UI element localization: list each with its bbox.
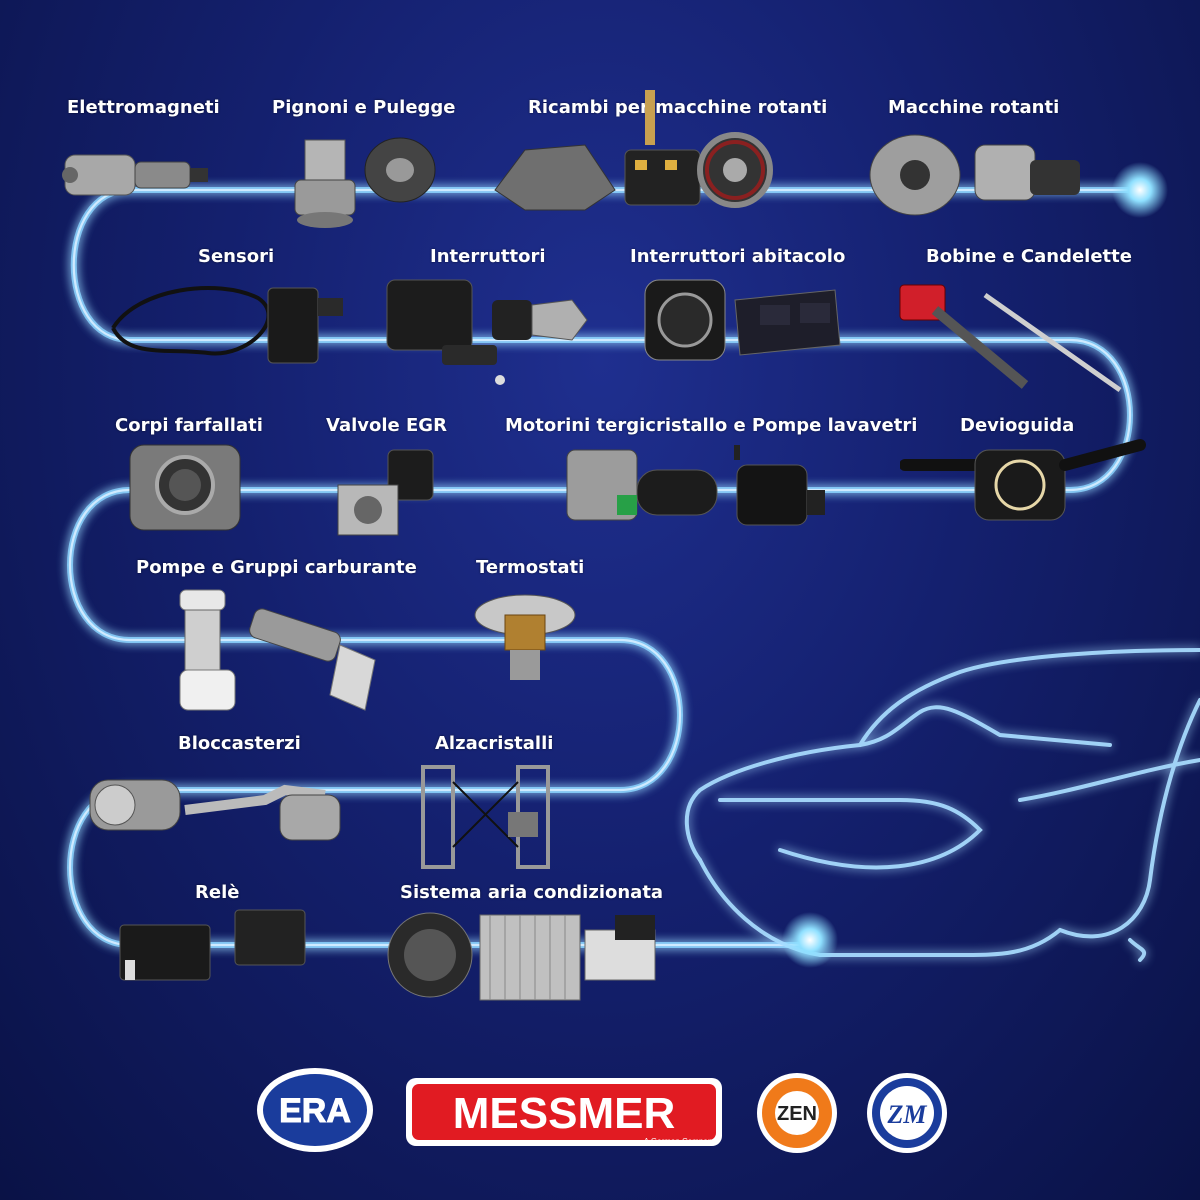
label-corpi: Corpi farfallati [115, 415, 263, 436]
egr-valve-image [337, 449, 434, 536]
label-motorini: Motorini tergicristallo e Pompe lavavetr… [505, 415, 918, 436]
era-logo-text: ERA [279, 1092, 351, 1130]
coil-glowplug-image [899, 284, 1122, 393]
sensor-image [111, 286, 343, 364]
label-sensori: Sensori [198, 246, 275, 267]
steering-switch-image [900, 439, 1146, 521]
label-elettromagneti: Elettromagneti [67, 97, 220, 118]
zen-logo: ZEN [757, 1073, 837, 1153]
label-interruttori: Interruttori [430, 246, 546, 267]
solenoid-image [62, 154, 208, 196]
messmer-logo-text: MESSMER [453, 1089, 675, 1138]
steering-lock-image [89, 779, 341, 841]
label-pignoni: Pignoni e Pulegge [272, 97, 456, 118]
zm-logo: ZM [867, 1073, 947, 1153]
rotating-parts-image [494, 90, 773, 211]
messmer-logo: MESSMER A German Company [406, 1078, 722, 1146]
label-rele: Relè [195, 882, 240, 903]
label-bloccasterzi: Bloccasterzi [178, 733, 301, 754]
label-macchine: Macchine rotanti [888, 97, 1060, 118]
zen-logo-text: ZEN [777, 1103, 817, 1125]
throttle-body-image [129, 444, 241, 531]
fuel-pump-image [179, 589, 376, 711]
zm-logo-text: ZM [887, 1100, 928, 1129]
label-pompe: Pompe e Gruppi carburante [136, 557, 417, 578]
era-logo: ERA [257, 1068, 373, 1152]
window-regulator-image [421, 765, 550, 869]
logos-svg: ERA MESSMER A German Company ZEN ZM [257, 1068, 947, 1153]
label-bobine: Bobine e Candelette [926, 246, 1132, 267]
label-interruttori-abitacolo: Interruttori abitacolo [630, 246, 846, 267]
pinion-image [294, 137, 436, 228]
ac-system-image [387, 912, 656, 1001]
cabin-switch-image [644, 279, 841, 361]
switch-image [386, 279, 588, 385]
label-termostati: Termostati [476, 557, 585, 578]
messmer-tagline: A German Company [644, 1137, 716, 1146]
relay-image [119, 909, 306, 981]
label-alzacristalli: Alzacristalli [435, 733, 554, 754]
label-egr: Valvole EGR [326, 415, 447, 436]
wiper-motor-image [566, 445, 825, 526]
alternator-starter-image [869, 134, 1080, 216]
thermostat-image [474, 594, 576, 680]
brand-logos: ERA MESSMER A German Company ZEN ZM [0, 1060, 1200, 1170]
label-ricambi: Ricambi per macchine rotanti [528, 97, 828, 118]
label-devioguida: Devioguida [960, 415, 1075, 436]
label-aria: Sistema aria condizionata [400, 882, 664, 903]
